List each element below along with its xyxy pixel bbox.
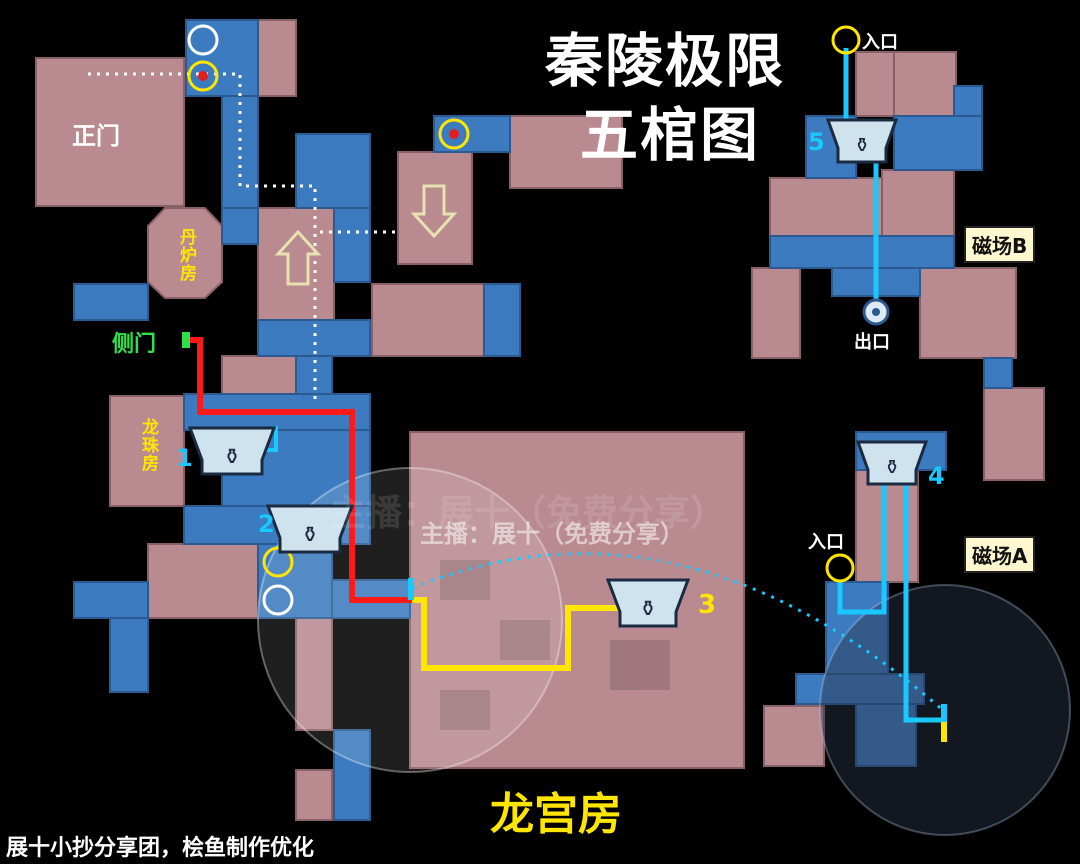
down-arrow-icon — [410, 184, 458, 239]
watermark-faint: 主播：展十（免费分享） — [330, 493, 727, 534]
white-circle-icon — [187, 24, 219, 56]
dragon-pearl-room — [109, 395, 185, 507]
furnace-room — [147, 207, 223, 299]
coffin-3-number: 3 — [698, 590, 717, 620]
yellow-circle-icon — [262, 546, 294, 578]
label-magnetic-field-a: 磁场A — [964, 536, 1036, 573]
pink-rooms — [35, 19, 1045, 821]
map-title-line2: 五棺图 — [580, 101, 761, 169]
up-arrow-icon — [274, 229, 322, 286]
side-gate-marker — [182, 332, 190, 348]
label-furnace-room: 丹炉房 — [176, 228, 196, 282]
route-marker-yellow — [941, 722, 947, 742]
yellow-circle-icon — [438, 118, 470, 150]
dotted-arc — [411, 552, 946, 714]
coffin-2-number: 2 — [258, 510, 275, 538]
main-gate-room — [35, 57, 185, 207]
coffin-5-icon: ⚱ — [825, 118, 899, 164]
coffin-4-icon: ⚱ — [855, 440, 929, 486]
white-circle-icon — [262, 584, 294, 616]
coffin-2-icon: ⚱ — [265, 504, 355, 554]
label-side-gate: 侧门 — [112, 332, 157, 357]
circle-markers — [187, 24, 861, 616]
yellow-circle-icon — [187, 60, 219, 92]
label-exit: 出口 — [854, 332, 890, 353]
svg-text:⚱: ⚱ — [639, 597, 657, 622]
coffin-icons: ⚱ ⚱ ⚱ ⚱ ⚱ — [187, 118, 929, 628]
coffin-3-icon: ⚱ — [605, 578, 691, 628]
route-yellow — [412, 597, 640, 671]
route-red — [186, 337, 412, 603]
svg-text:⚱: ⚱ — [301, 523, 319, 548]
label-entrance-bottom: 入口 — [808, 532, 844, 553]
coffin-4-number: 4 — [928, 462, 945, 490]
entrance-bottom-circle-icon — [825, 553, 855, 583]
label-dragon-pearl-room: 龙珠房 — [138, 418, 158, 472]
footer-credit: 展十小抄分享团，桧鱼制作优化 — [6, 836, 315, 861]
label-entrance-top: 入口 — [862, 32, 898, 53]
route-marker-cyan — [408, 578, 414, 600]
svg-text:⚱: ⚱ — [854, 133, 871, 157]
watermark: 主播：展十（免费分享） — [420, 520, 684, 548]
route-marker-cyan-2 — [941, 704, 947, 724]
label-main-gate: 正门 — [72, 122, 120, 150]
palace-inner-marks — [440, 560, 670, 730]
coffin-1-icon: ⚱ — [187, 426, 277, 476]
coffin-1-number: 1 — [176, 444, 193, 472]
label-dragon-palace-room: 龙宫房 — [490, 789, 622, 840]
label-magnetic-field-b: 磁场B — [964, 226, 1036, 263]
map-title-line1: 秦陵极限 — [545, 27, 786, 95]
svg-text:⚱: ⚱ — [223, 445, 241, 470]
coffin-5-number: 5 — [808, 128, 825, 156]
entrance-top-circle-icon — [831, 25, 861, 55]
svg-text:⚱: ⚱ — [884, 455, 901, 479]
